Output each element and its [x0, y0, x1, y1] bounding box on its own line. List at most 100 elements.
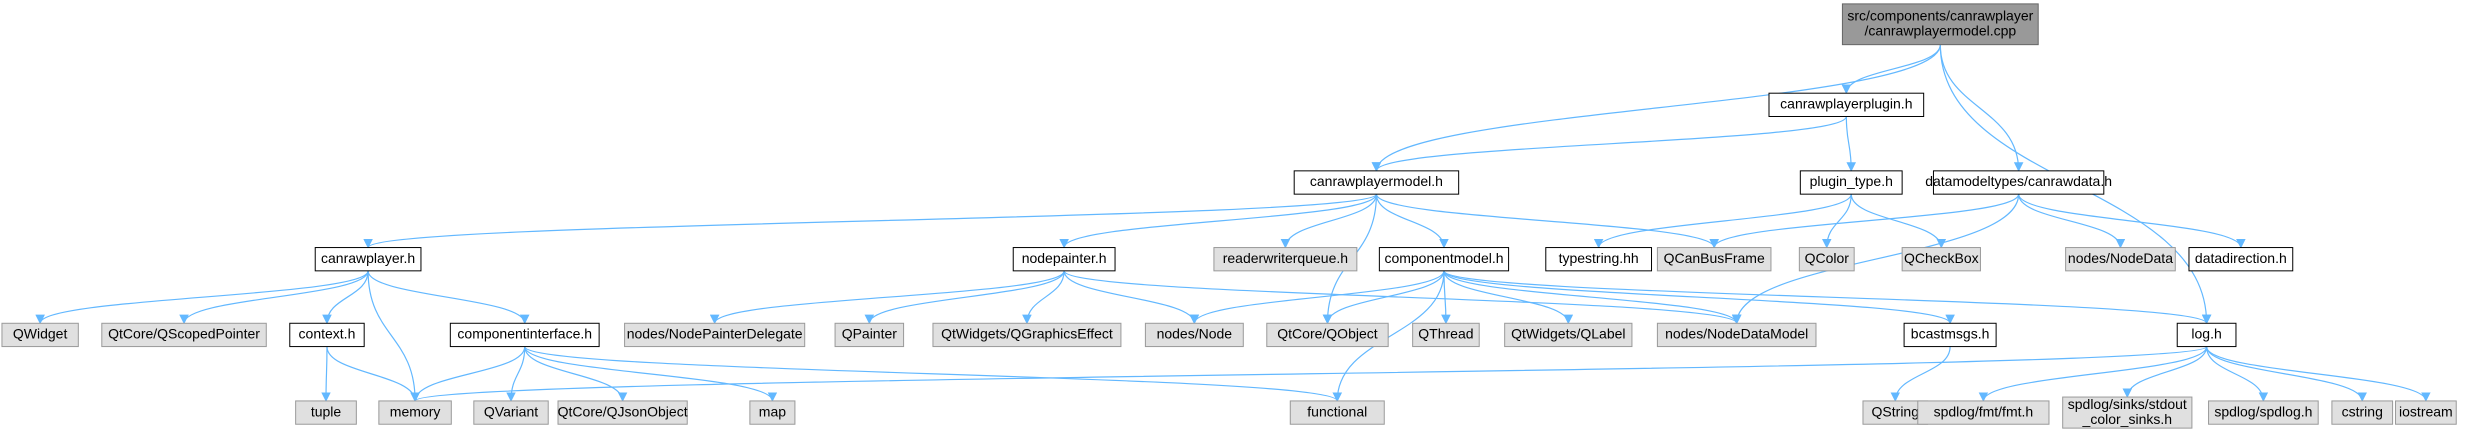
node-box [2208, 400, 2319, 425]
node-box [1012, 247, 1116, 272]
edge-ptype-to-tstring [1593, 193, 1852, 249]
edge-context-to-memory [326, 346, 420, 402]
node-label: QVariant [484, 403, 538, 419]
node-label: plugin_type.h [1810, 173, 1893, 189]
edge-plugin-to-ptype [1845, 116, 1857, 172]
node-qgfx: QtWidgets/QGraphicsEffect [932, 322, 1122, 348]
edge-log-to-spdlog [2205, 346, 2269, 402]
node-cstring: cstring [2331, 400, 2394, 425]
node-plugin[interactable]: canrawplayerplugin.h [1768, 92, 1925, 117]
edge-ptype-to-qcheck [1850, 194, 1947, 249]
edge-cmodel-to-nnode [1189, 270, 1445, 325]
node-box [2065, 247, 2176, 272]
node-label: memory [390, 403, 441, 419]
node-label: QtCore/QScopedPointer [108, 326, 260, 342]
node-box [1213, 247, 1358, 272]
node-bcast[interactable]: bcastmsgs.h [1903, 322, 1997, 348]
node-log[interactable]: log.h [2176, 322, 2237, 348]
node-label: canrawplayermodel.h [1310, 173, 1443, 189]
node-label: log.h [2191, 326, 2221, 342]
node-box [1903, 322, 1997, 348]
node-cmodel[interactable]: componentmodel.h [1378, 247, 1510, 272]
edge-npainter-to-npd [709, 270, 1065, 325]
node-box [289, 322, 365, 348]
edge-cmodel-to-log [1443, 270, 2212, 325]
node-map: map [749, 400, 796, 425]
node-box [1656, 322, 1817, 348]
node-label: QtCore/QObject [1277, 326, 1377, 342]
node-qcheck: QCheckBox [1901, 247, 1981, 272]
edge-cmodel-to-bcast [1443, 270, 1955, 325]
node-label: QThread [1418, 326, 1473, 342]
edge-model-to-npainter [1059, 193, 1378, 249]
node-label: spdlog/fmt/fmt.h [1934, 403, 2034, 419]
node-label: QString [1872, 403, 1919, 419]
node-label: bcastmsgs.h [1911, 326, 1990, 342]
node-box [314, 247, 422, 272]
node-tstring[interactable]: typestring.hh [1545, 247, 1653, 272]
node-box [1901, 247, 1981, 272]
node-player[interactable]: canrawplayer.h [314, 247, 422, 272]
edge-plugin-to-model [1371, 115, 1847, 172]
node-qthread: QThread [1412, 322, 1480, 348]
node-label: canrawplayer.h [321, 250, 415, 266]
node-label: QPainter [842, 326, 898, 342]
node-label: map [759, 403, 786, 419]
node-box [449, 322, 600, 348]
node-label: datadirection.h [2195, 250, 2287, 266]
edge-npainter-to-ndm [1063, 270, 1742, 325]
edge-cinter-to-qjson [524, 346, 628, 402]
edge-context-to-tuple [321, 346, 331, 402]
edge-player-to-qwidget [35, 270, 369, 325]
node-box [557, 400, 688, 425]
edge-cmodel-to-qobj [1322, 270, 1445, 325]
node-label: context.h [299, 326, 356, 342]
node-label: componentinterface.h [457, 326, 592, 342]
node-rwq: readerwriterqueue.h [1213, 247, 1358, 272]
edge-log-to-memory [410, 346, 2208, 402]
edge-model-to-rwq [1280, 194, 1378, 249]
node-box [473, 400, 549, 425]
node-box [101, 322, 267, 348]
node-label: nodes/NodePainterDelegate [627, 326, 803, 342]
edge-log-to-cstring [2205, 346, 2368, 402]
node-label: nodes/Node [1157, 326, 1233, 342]
node-label: tuple [311, 403, 342, 419]
node-label: cstring [2342, 403, 2383, 419]
edge-model-to-cmodel [1375, 194, 1449, 249]
node-spdlog: spdlog/spdlog.h [2208, 400, 2319, 425]
node-box [624, 322, 806, 348]
node-ndata: nodes/NodeData [2065, 247, 2176, 272]
node-qcbf: QCanBusFrame [1656, 247, 1772, 272]
node-label: nodepainter.h [1022, 250, 1107, 266]
edge-root-to-dmt [1939, 44, 2024, 172]
node-root[interactable]: src/components/canrawplayer/canrawplayer… [1841, 3, 2039, 46]
node-ddir[interactable]: datadirection.h [2188, 247, 2294, 272]
node-label: canrawplayerplugin.h [1780, 96, 1912, 112]
node-box [1768, 92, 1925, 117]
node-context[interactable]: context.h [289, 322, 365, 348]
edge-root-to-plugin [1841, 44, 1941, 95]
node-tuple: tuple [295, 400, 357, 425]
node-qvariant: QVariant [473, 400, 549, 425]
node-label: iostream [2399, 403, 2453, 419]
node-box [1, 322, 79, 348]
node-label: functional [1307, 403, 1367, 419]
node-model[interactable]: canrawplayermodel.h [1293, 170, 1460, 195]
edge-cinter-to-functional [524, 346, 1342, 402]
node-ptype[interactable]: plugin_type.h [1799, 170, 1903, 195]
node-dmt[interactable]: datamodeltypes/canrawdata.h [1925, 170, 2112, 195]
node-box [1545, 247, 1653, 272]
node-box [1917, 400, 2050, 425]
node-label: componentmodel.h [1384, 250, 1503, 266]
edge-player-to-cinter [367, 270, 530, 325]
node-npainter[interactable]: nodepainter.h [1012, 247, 1116, 272]
node-box [295, 400, 357, 425]
node-label: QColor [1805, 250, 1850, 266]
node-nnode: nodes/Node [1144, 322, 1244, 348]
node-box [1293, 170, 1460, 195]
edge-model-to-player [363, 193, 1378, 249]
node-box [1799, 170, 1903, 195]
node-cinter[interactable]: componentinterface.h [449, 322, 600, 348]
